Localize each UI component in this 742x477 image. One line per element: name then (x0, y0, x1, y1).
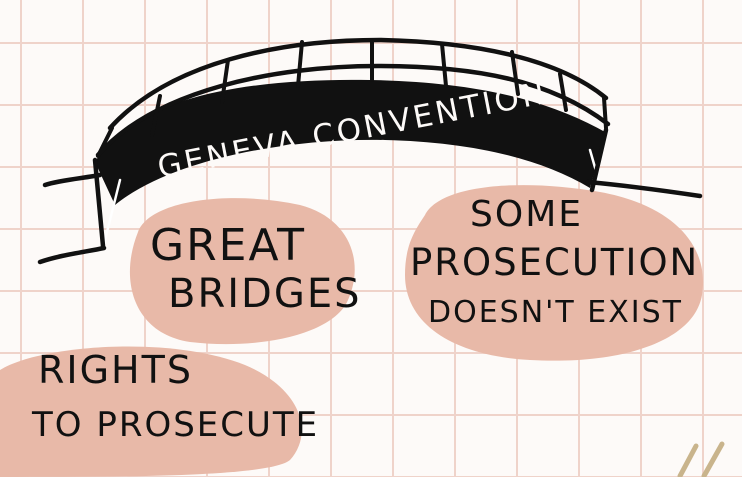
note-doesnt-exist: DOESN'T EXIST (428, 295, 683, 330)
great-bridges-blob (129, 198, 355, 345)
note-prosecution: PROSECUTION (410, 241, 700, 284)
note-bridges: BRIDGES (168, 271, 362, 317)
bridge-banner (95, 79, 605, 205)
rights-blob (0, 346, 302, 477)
prosecution-blob (405, 185, 704, 361)
sketch-marks (677, 441, 725, 477)
bridge-drawing (37, 37, 703, 265)
note-rights: RIGHTS (38, 348, 193, 392)
note-great: GREAT (150, 220, 307, 271)
note-to-prosecute: TO PROSECUTE (32, 405, 320, 445)
note-some: SOME (470, 194, 583, 235)
